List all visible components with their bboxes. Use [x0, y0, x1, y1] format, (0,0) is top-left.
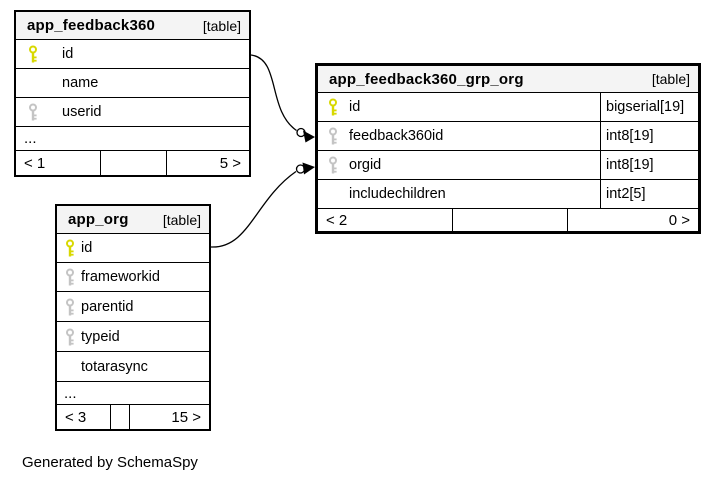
ellipsis-text: ... [24, 130, 37, 147]
table-tag: [table] [202, 17, 241, 34]
table-tag: [table] [651, 71, 690, 87]
footer-children: 15 > [129, 405, 209, 429]
table-row[interactable]: name [16, 68, 249, 97]
table-row[interactable]: id bigserial[19] [318, 92, 698, 121]
column-type: int8[19] [600, 151, 698, 179]
table-name: app_org [68, 211, 129, 228]
table-name: app_feedback360_grp_org [329, 70, 524, 88]
table-row[interactable]: id [57, 233, 209, 262]
foreign-key-icon [65, 328, 75, 346]
table-footer: < 2 0 > [318, 208, 698, 231]
arrowhead-icon [303, 130, 315, 143]
table-name: app_feedback360 [27, 17, 156, 34]
ellipsis-text: ... [64, 384, 77, 402]
table-row[interactable]: includechildren int2[5] [318, 179, 698, 208]
table-tag: [table] [162, 211, 201, 228]
ellipsis-row: ... [57, 381, 209, 404]
footer-middle [110, 405, 129, 429]
primary-key-icon [28, 45, 38, 63]
column-name: parentid [81, 298, 134, 315]
column-name: includechildren [349, 186, 446, 202]
footer-children: 0 > [567, 209, 698, 231]
foreign-key-icon [328, 156, 338, 174]
column-name: userid [62, 104, 102, 120]
table-header[interactable]: app_org [table] [57, 206, 209, 233]
foreign-key-icon [65, 298, 75, 316]
column-name: id [62, 46, 74, 62]
column-name: feedback360id [349, 128, 444, 144]
column-name: totarasync [81, 358, 148, 375]
column-name: id [81, 240, 93, 256]
cardinality-circle-icon [296, 127, 306, 138]
column-type: int8[19] [600, 122, 698, 150]
table-row[interactable]: parentid [57, 291, 209, 321]
relationship-curve-feedback360id [250, 54, 315, 143]
arrowhead-icon [302, 162, 315, 175]
column-name: orgid [349, 157, 382, 173]
footer-parents: < 1 [24, 154, 46, 172]
footer-parents: < 2 [326, 211, 348, 229]
footer-middle [100, 151, 166, 175]
column-name: typeid [81, 328, 120, 345]
column-type: int2[5] [600, 180, 698, 208]
generator-note: Generated by SchemaSpy [22, 454, 198, 471]
table-row[interactable]: totarasync [57, 351, 209, 381]
column-name: id [349, 99, 361, 115]
table-row[interactable]: id [16, 39, 249, 68]
column-name: frameworkid [81, 269, 160, 285]
table-row[interactable]: frameworkid [57, 262, 209, 291]
primary-key-icon [328, 98, 338, 116]
footer-children: 5 > [166, 151, 249, 175]
ellipsis-row: ... [16, 126, 249, 150]
foreign-key-icon [28, 103, 38, 121]
footer-parents: < 3 [65, 408, 87, 426]
table-node-app_feedback360_grp_org: app_feedback360_grp_org [table] id bigse… [315, 63, 701, 234]
table-node-app_feedback360: app_feedback360 [table] id name userid .… [14, 10, 251, 177]
table-row[interactable]: feedback360id int8[19] [318, 121, 698, 150]
column-type: bigserial[19] [600, 93, 698, 121]
footer-middle [452, 209, 567, 231]
table-header[interactable]: app_feedback360 [table] [16, 12, 249, 39]
foreign-key-icon [65, 268, 75, 286]
primary-key-icon [65, 239, 75, 257]
table-footer: < 3 15 > [57, 404, 209, 429]
table-row[interactable]: typeid [57, 321, 209, 351]
column-name: name [62, 75, 99, 91]
table-footer: < 1 5 > [16, 150, 249, 175]
table-row[interactable]: userid [16, 97, 249, 126]
table-node-app_org: app_org [table] id frameworkid parentid … [55, 204, 211, 431]
table-header[interactable]: app_feedback360_grp_org [table] [318, 66, 698, 92]
foreign-key-icon [328, 127, 338, 145]
cardinality-circle-icon [295, 164, 306, 174]
table-row[interactable]: orgid int8[19] [318, 150, 698, 179]
